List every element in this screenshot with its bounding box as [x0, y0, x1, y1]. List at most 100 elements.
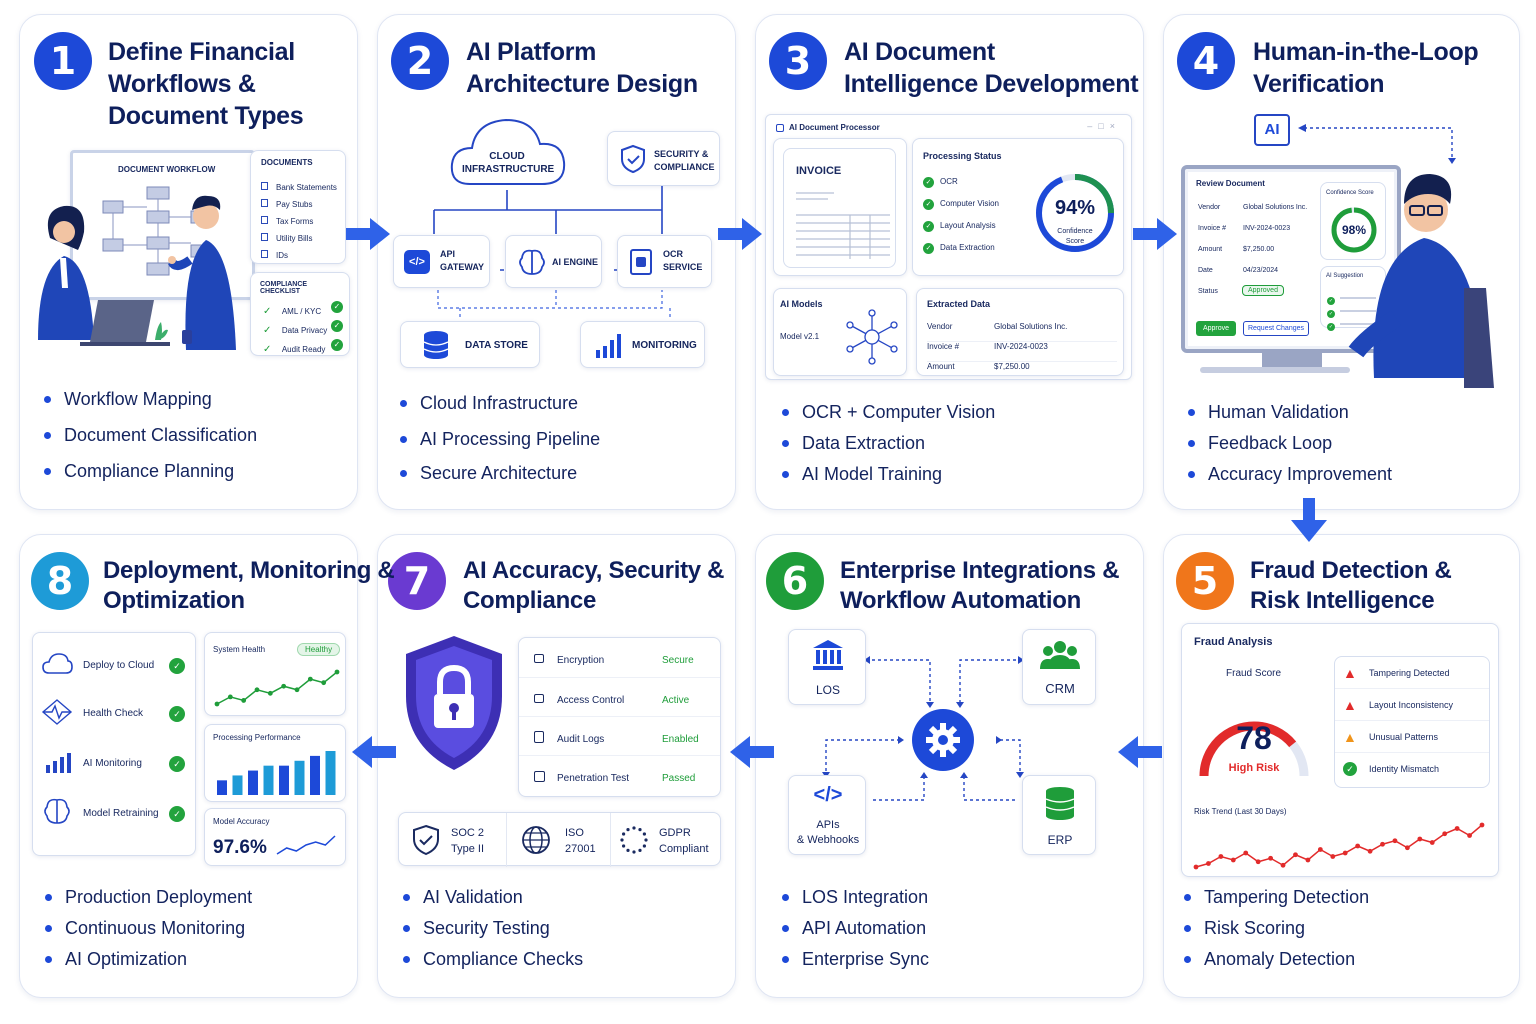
performance-bar	[325, 751, 336, 795]
model-version: Model v2.1	[780, 332, 820, 341]
risk-level: High Risk	[1228, 762, 1280, 774]
invoice-lines	[796, 192, 890, 259]
documents-panel: DOCUMENTS Bank Statements Pay Stubs Tax …	[250, 150, 346, 264]
performance-bar	[263, 765, 274, 795]
bullet-item: AI Processing Pipeline	[398, 428, 600, 462]
suggestion-item: ✓	[1327, 289, 1376, 305]
bullet-item: LOS Integration	[780, 886, 929, 917]
deploy-item: AI Monitoring ✓	[33, 733, 195, 783]
risk-trend-point	[1404, 845, 1410, 851]
cloud-icon	[42, 653, 73, 674]
performance-bar	[279, 765, 289, 795]
crm-box: CRM	[1022, 629, 1096, 705]
check-circle-icon: ✓	[923, 199, 934, 210]
step5-number: 5	[1176, 552, 1234, 610]
eu-star	[642, 832, 646, 836]
deploy-item: Deploy to Cloud ✓	[33, 633, 195, 683]
document-icon	[261, 232, 268, 241]
bullet-item: OCR + Computer Vision	[780, 401, 995, 432]
caution-icon: ▲	[1343, 729, 1357, 745]
bullet-item: Enterprise Sync	[780, 948, 929, 979]
risk-trend-point	[1280, 862, 1286, 868]
ai-models-panel: AI Models Model v2.1	[773, 288, 907, 376]
document-item: Bank Statements	[261, 177, 337, 194]
risk-trend-point	[1342, 850, 1348, 856]
window-controls[interactable]: –□×	[1087, 121, 1121, 131]
warning-icon: ▲	[1343, 665, 1357, 681]
risk-trend-line	[1195, 824, 1483, 868]
eu-star	[626, 848, 630, 852]
risk-trend-point	[1255, 859, 1261, 865]
deployment-checklist: Deploy to Cloud ✓ Health Check ✓ AI Moni…	[32, 632, 196, 856]
check-badge-icon: ✓	[331, 320, 343, 332]
heartbeat-icon	[41, 699, 73, 725]
invoice-title: INVOICE	[796, 165, 842, 177]
automation-hub-gear-icon	[912, 709, 974, 771]
risk-trend-point	[1429, 840, 1435, 845]
document-icon	[261, 198, 268, 207]
deploy-item: Health Check ✓	[33, 683, 195, 733]
check-circle-icon: ✓	[1327, 310, 1335, 318]
invoice-preview: INVOICE	[773, 138, 907, 276]
arrow-7-to-8-icon	[352, 736, 396, 768]
eu-star	[626, 828, 630, 832]
arrow-3-to-4-icon	[1133, 218, 1177, 250]
check-circle-icon: ✓	[169, 658, 185, 674]
brain-icon	[519, 249, 545, 275]
risk-trend-point	[1243, 850, 1249, 856]
health-point	[307, 676, 313, 682]
keyboard	[1200, 367, 1350, 373]
status-badge: Approved	[1242, 285, 1284, 296]
health-point	[214, 701, 220, 707]
fraud-score-title: Fraud Score	[1226, 668, 1282, 679]
system-health-panel: System Health Healthy	[204, 632, 346, 716]
approve-button[interactable]: Approve	[1196, 321, 1236, 336]
check-circle-icon: ✓	[923, 243, 934, 254]
bullet-item: Production Deployment	[43, 886, 252, 917]
step7-bullets: AI Validation Security Testing Complianc…	[401, 886, 583, 979]
health-point	[294, 687, 300, 693]
warning-icon: ▲	[1343, 697, 1357, 713]
health-point	[254, 687, 260, 693]
chart-icon	[46, 753, 71, 773]
documents-title: DOCUMENTS	[261, 158, 313, 167]
apis-webhooks-box: </> APIs& Webhooks	[788, 775, 866, 855]
document-item: Tax Forms	[261, 211, 337, 228]
healthy-badge: Healthy	[297, 643, 341, 656]
confidence-gauge-94	[1036, 174, 1114, 252]
code-icon: </>	[404, 250, 430, 274]
checklist-title: COMPLIANCE CHECKLIST	[260, 281, 308, 295]
risk-trend-point	[1454, 826, 1460, 831]
database-icon	[1045, 787, 1075, 820]
bullet-item: Tampering Detection	[1182, 886, 1369, 917]
deploy-item: Model Retraining ✓	[33, 783, 195, 833]
risk-trend-point	[1268, 855, 1274, 861]
suggestion-item: ✓	[1327, 315, 1376, 331]
alert-item: ▲Unusual Patterns	[1335, 721, 1489, 753]
lock-icon	[534, 654, 544, 663]
bullet-item: Anomaly Detection	[1182, 948, 1369, 979]
shield-lock-icon	[406, 636, 502, 770]
step5-title: Fraud Detection &Risk Intelligence	[1250, 557, 1452, 614]
risk-trend-point	[1355, 843, 1361, 849]
eu-star	[638, 828, 642, 832]
performance-bar	[232, 775, 243, 795]
risk-trend-point	[1392, 838, 1398, 844]
request-changes-button[interactable]: Request Changes	[1243, 321, 1309, 336]
risk-trend-point	[1206, 861, 1211, 866]
lock-icon	[534, 694, 544, 703]
suggestion-item: ✓	[1327, 302, 1376, 318]
target-icon	[534, 771, 545, 782]
scanner-icon	[630, 249, 652, 275]
eu-star	[644, 838, 648, 842]
extracted-title: Extracted Data	[927, 299, 991, 309]
check-icon: ✓	[263, 325, 272, 336]
bullet-item: Secure Architecture	[398, 462, 600, 493]
